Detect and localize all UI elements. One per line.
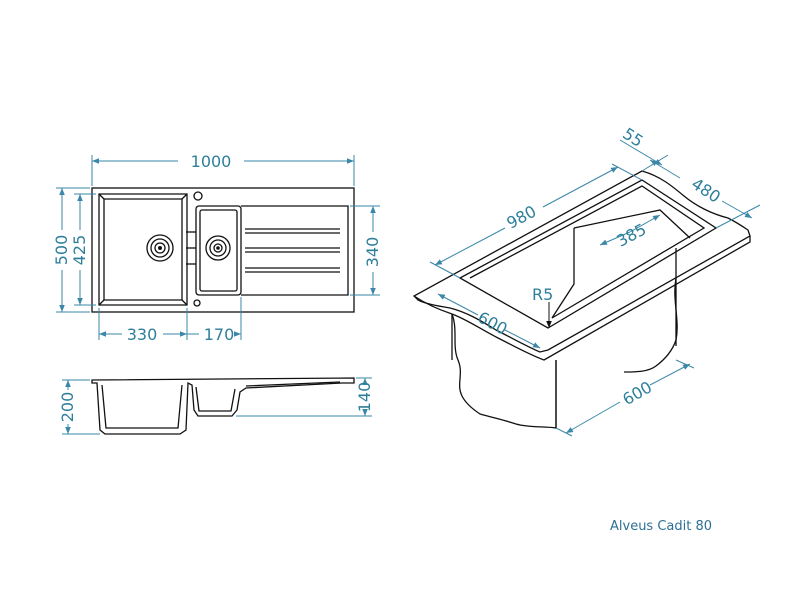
installation-view: 980 55 480 385 R5 600: [412, 124, 761, 437]
cutout-opening: [458, 179, 718, 329]
dim-cutout-depth-label: 480: [688, 174, 724, 207]
second-drain-icon: [205, 235, 231, 261]
dim-main-bowl-height: 200: [58, 379, 100, 435]
dim-cutout-length-label: 980: [503, 202, 539, 233]
drainer-board: [241, 205, 349, 296]
cabinet: [451, 248, 678, 429]
second-bowl: [195, 205, 242, 296]
dim-corner-radius: R5: [532, 285, 553, 328]
dim-drainer-depth: 340: [350, 205, 382, 296]
dim-second-bowl-height-label: 140: [355, 382, 374, 413]
worktop: [412, 170, 751, 353]
dim-bowl-depth: 425: [70, 193, 96, 306]
dim-edge-offset-label: 55: [619, 124, 646, 151]
dim-overall-depth: 500: [52, 187, 90, 313]
dim-bowl-depth-label: 425: [70, 235, 89, 266]
dim-overall-width-label: 1000: [191, 152, 232, 171]
dim-drainer-depth-label: 340: [363, 237, 382, 268]
side-view: 200 140: [58, 377, 374, 435]
dim-overall-depth-label: 500: [52, 235, 71, 266]
dim-edge-offset: 55: [619, 124, 669, 172]
main-bowl: [98, 193, 188, 306]
dim-main-bowl-height-label: 200: [58, 392, 77, 423]
dim-main-bowl-width-label: 330: [127, 325, 158, 344]
dim-cutout-depth: 480: [649, 159, 761, 229]
dim-cabinet-width-label: 600: [619, 377, 655, 409]
overflow-icon: [193, 299, 201, 307]
dim-overall-width: 1000: [91, 152, 355, 186]
tap-hole-icon: [193, 191, 203, 201]
dim-second-bowl-height: 140: [236, 377, 374, 417]
main-drain-icon: [146, 234, 174, 262]
dim-second-bowl-width-label: 170: [204, 325, 235, 344]
sink-outline: [91, 187, 355, 313]
dim-corner-radius-label: R5: [532, 285, 553, 304]
product-name: Alveus Cadit 80: [610, 519, 713, 534]
dim-bowl-widths: 330 170: [98, 297, 242, 344]
top-view: 1000 500 425 340: [52, 152, 382, 344]
